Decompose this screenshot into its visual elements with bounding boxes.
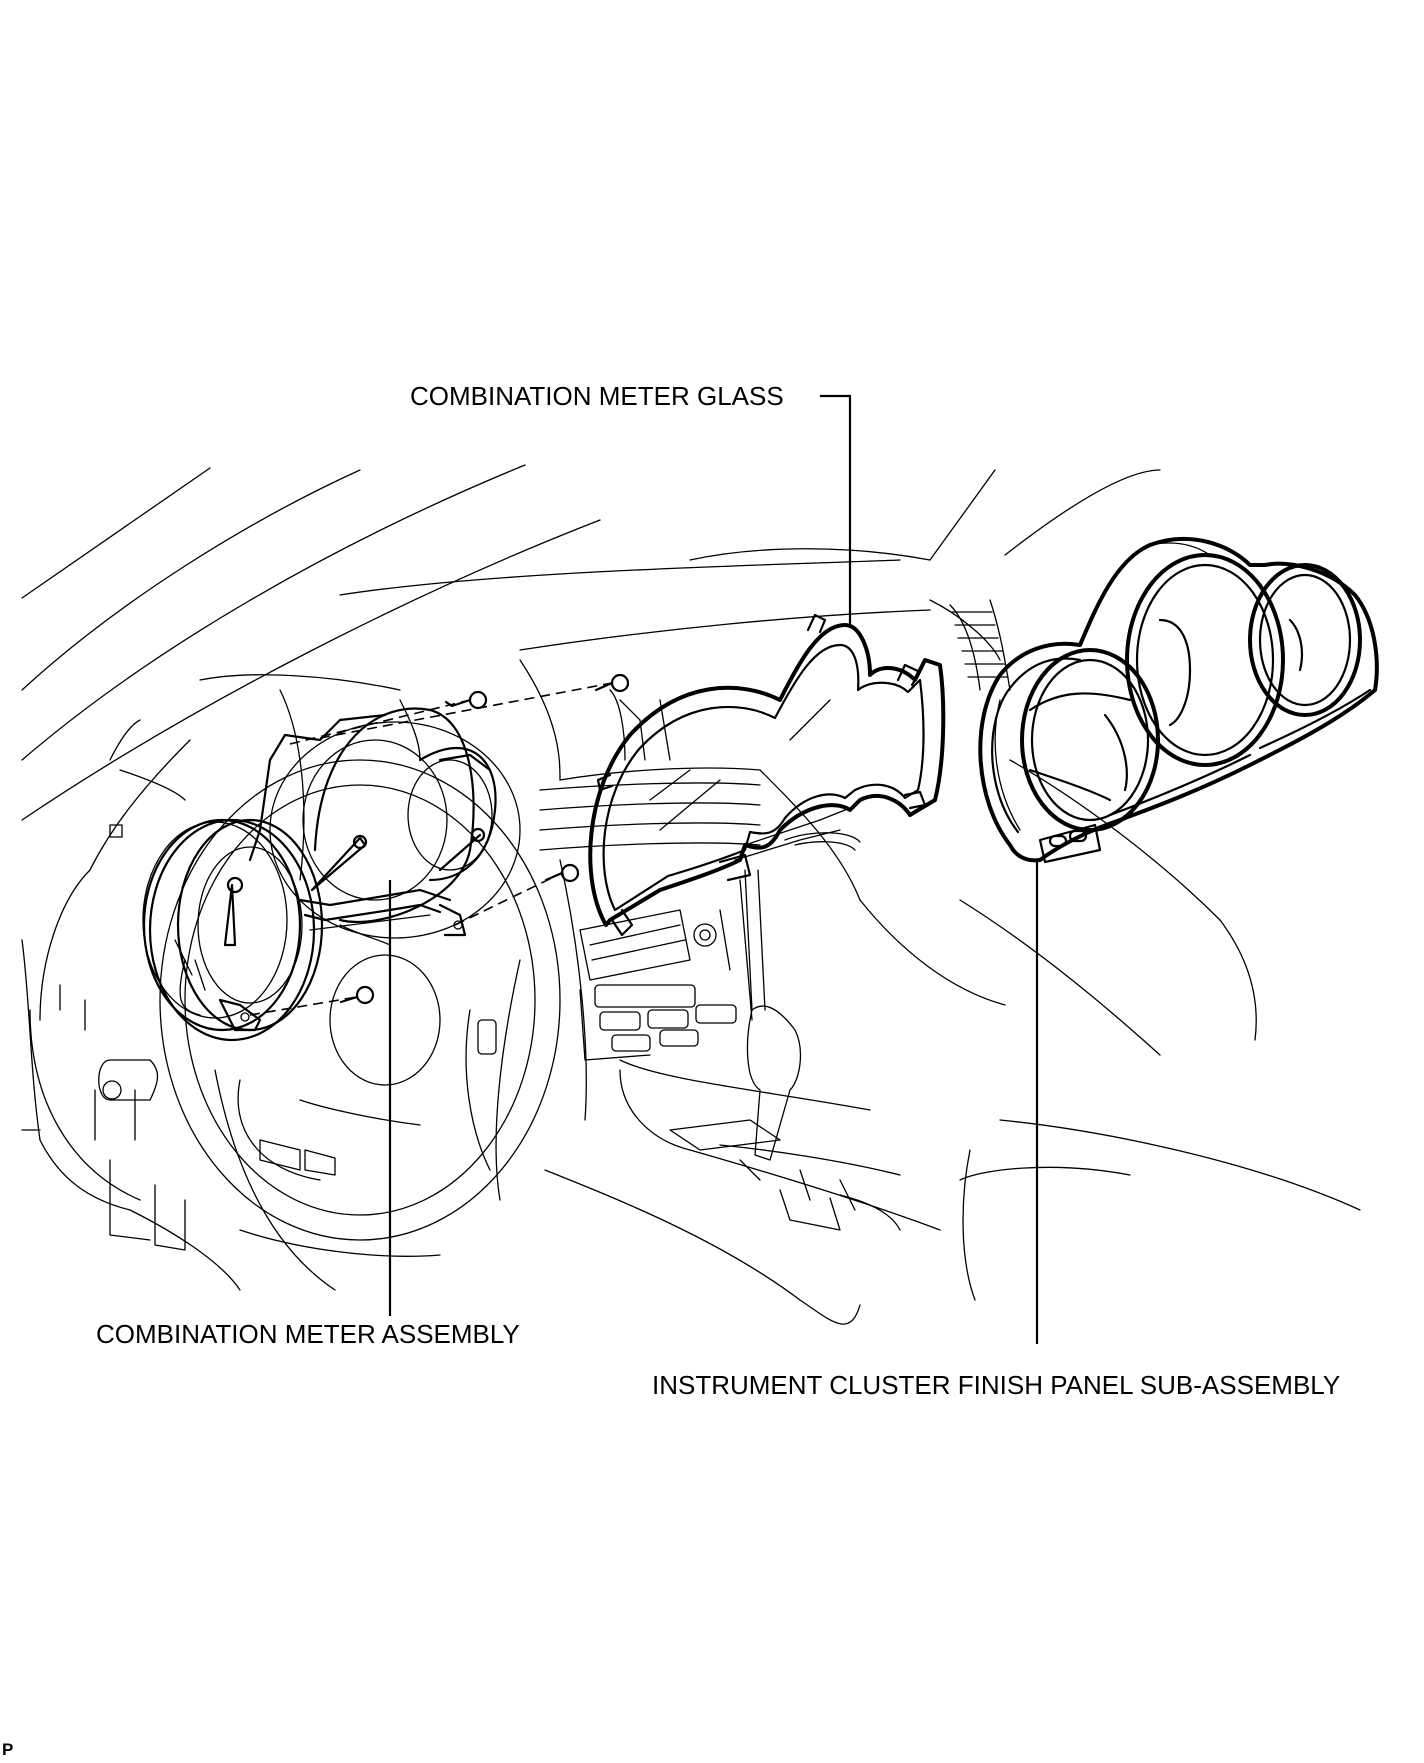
instrument-cluster-finish-panel	[978, 536, 1379, 864]
leader-glass	[820, 394, 852, 628]
center-stack	[539, 689, 941, 1231]
label-combination-meter-glass: COMBINATION METER GLASS	[410, 381, 784, 411]
combination-meter-glass	[588, 613, 946, 937]
leader-lines	[388, 394, 1039, 1344]
windshield-lines	[21, 464, 1161, 821]
combination-meter-assembly	[109, 689, 521, 1042]
label-instrument-cluster-finish-panel: INSTRUMENT CLUSTER FINISH PANEL SUB-ASSE…	[652, 1370, 1341, 1400]
figure-code: P	[2, 1740, 14, 1759]
side-vent	[949, 599, 1011, 691]
steering-wheel	[159, 759, 561, 1291]
dashboard-body	[21, 599, 1361, 1325]
label-combination-meter-assembly: COMBINATION METER ASSEMBLY	[96, 1319, 520, 1349]
installation-guides	[249, 682, 613, 1016]
